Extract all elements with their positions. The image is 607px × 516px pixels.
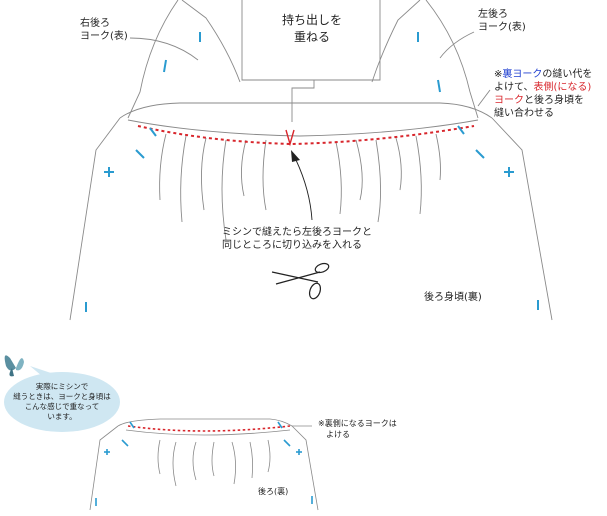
back-body-outline-right [491, 117, 553, 321]
back-body-label: 後ろ身頃(裏) [424, 292, 482, 303]
instruction-line1: ※裏ヨークの縫い代を [494, 69, 593, 80]
bubble-line1: 実際にミシンで [35, 382, 89, 391]
notch-markers [85, 32, 539, 312]
right-yoke-label: 右後ろ ヨーク(表) [80, 17, 128, 43]
left-yoke-side [425, 0, 479, 119]
left-yoke-label-line1: 左後ろ [478, 9, 508, 20]
placket-label: 持ち出しを 重ねる [262, 12, 362, 46]
right-yoke-label-line2: ヨーク(表) [80, 31, 128, 42]
cut-arrow [295, 159, 313, 221]
yoke-lower-edge [119, 102, 493, 119]
cut-mark [285, 129, 295, 147]
placket-label-line2: 重ねる [293, 30, 330, 44]
butterfly-icon [4, 355, 24, 377]
left-yoke-label: 左後ろ ヨーク(表) [478, 8, 526, 34]
gathers [159, 133, 441, 241]
back-body-outline [69, 117, 121, 321]
small-stitch-line [127, 425, 291, 432]
right-yoke-label-line1: 右後ろ [80, 18, 110, 29]
right-yoke-leader [129, 37, 199, 61]
center-line [291, 80, 315, 122]
small-diagram [89, 418, 319, 511]
cut-note-line1: ミシンで縫えたら左後ろヨークと [222, 227, 372, 238]
bubble-line3: こんな感じで重なって [24, 402, 100, 411]
stitch-line [137, 125, 475, 146]
instruction-line4: 縫い合わせる [494, 108, 554, 119]
small-back-label: 後ろ(裏) [258, 487, 289, 496]
small-note-line1: ※裏側になるヨークは [318, 419, 397, 428]
speech-bubble [4, 372, 120, 432]
placket-label-line1: 持ち出しを [281, 13, 342, 27]
instruction-leader [477, 89, 491, 107]
left-yoke-leader [439, 31, 475, 59]
right-yoke-side [127, 0, 179, 119]
instruction-text: ※裏ヨークの縫い代を よけて、表側(になる) ヨークと後ろ身頃を 縫い合わせる [494, 68, 592, 120]
placket-outline [241, 0, 381, 81]
instruction-line2: よけて、表側(になる) [494, 82, 592, 93]
small-note-line2: よける [326, 430, 350, 439]
left-yoke-outline [371, 0, 421, 83]
bubble-text: 実際にミシンで 縫うときは、ヨークと身頃は こんな感じで重なって います。 [10, 382, 114, 422]
instruction-line3: ヨークと後ろ身頃を [494, 95, 584, 106]
seam-line [127, 119, 479, 137]
left-yoke-label-line2: ヨーク(表) [478, 22, 526, 33]
cut-note: ミシンで縫えたら左後ろヨークと 同じところに切り込みを入れる [222, 226, 372, 252]
bubble-line4: います。 [47, 412, 77, 421]
small-notch-markers [95, 421, 313, 506]
right-yoke-outline [181, 0, 241, 83]
bubble-line2: 縫うときは、ヨークと身頃は [13, 392, 111, 401]
small-note: ※裏側になるヨークは よける [318, 418, 397, 440]
scissors-icon [271, 262, 330, 300]
cut-note-line2: 同じところに切り込みを入れる [222, 240, 362, 251]
